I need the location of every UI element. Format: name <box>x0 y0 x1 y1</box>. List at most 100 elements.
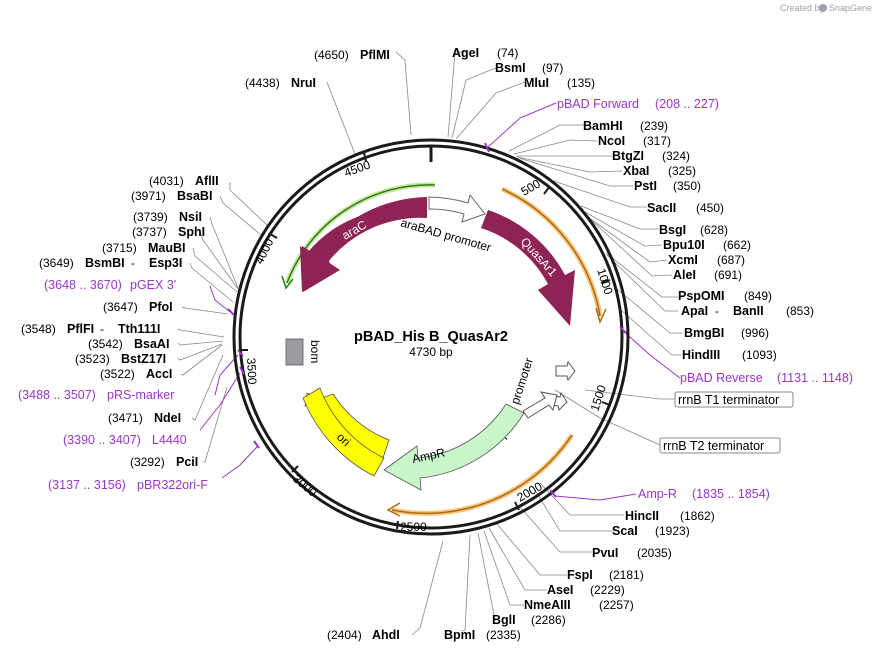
enzyme-name[interactable]: AflII <box>195 174 219 188</box>
quasar-orf-line <box>501 188 601 317</box>
snapgene-logo-icon <box>819 4 827 12</box>
enzyme-position: (3737) <box>132 225 167 239</box>
enzyme-name[interactable]: AccI <box>146 367 172 381</box>
enzyme-name[interactable]: PflMI <box>360 48 390 62</box>
enzyme-name[interactable]: BsmI <box>495 61 526 75</box>
enzyme-position: (3715) <box>102 241 137 255</box>
enzyme-name[interactable]: ApaI <box>681 304 708 318</box>
enzyme-name[interactable]: NcoI <box>598 134 625 148</box>
enzyme-name[interactable]: HincII <box>625 509 659 523</box>
arabad-promoter-feature[interactable] <box>428 193 486 223</box>
enzyme-name[interactable]: BpmI <box>444 628 475 642</box>
ampr-feature[interactable] <box>383 403 525 491</box>
leader-lines <box>177 51 683 636</box>
rrnb-t2-label: rrnB T2 terminator <box>663 439 764 453</box>
enzyme-separator: - <box>715 304 719 318</box>
enzyme-name[interactable]: BtgZI <box>612 149 644 163</box>
enzyme-name[interactable]: MluI <box>524 76 549 90</box>
arac-orf-line <box>286 184 436 284</box>
enzyme-name[interactable]: PstI <box>634 179 657 193</box>
tick-label-4000: 4000 <box>252 236 276 266</box>
enzyme-position: (996) <box>741 326 769 340</box>
enzyme-name[interactable]: PvuI <box>592 546 618 560</box>
ampr-orf-line <box>391 434 573 515</box>
plasmid-title: pBAD_His B_QuasAr2 <box>354 329 508 345</box>
enzyme-position: (2229) <box>590 583 625 597</box>
enzyme-name[interactable]: AleI <box>673 268 696 282</box>
enzyme-name[interactable]: AseI <box>547 583 573 597</box>
enzyme-name[interactable]: SacII <box>647 201 676 215</box>
primer-range: (3488 .. 3507) <box>18 388 96 402</box>
primer-name[interactable]: pGEX 3' <box>130 278 176 292</box>
primer-leader-lines <box>199 102 681 501</box>
enzyme-name[interactable]: NsiI <box>179 210 202 224</box>
enzyme-name[interactable]: ScaI <box>612 524 638 538</box>
enzyme-name[interactable]: AhdI <box>372 628 400 642</box>
primer-name[interactable]: pBR322ori-F <box>137 478 208 492</box>
tick-label-1500: 1500 <box>588 383 610 413</box>
enzyme-name[interactable]: NdeI <box>154 411 181 425</box>
primer-name[interactable]: pBAD Forward <box>557 97 639 111</box>
enzyme-name[interactable]: AgeI <box>452 46 479 60</box>
primer-range: (1835 .. 1854) <box>692 487 770 501</box>
enzyme-name[interactable]: MauBI <box>148 241 186 255</box>
primer-range: (3390 .. 3407) <box>63 433 141 447</box>
enzyme-position: (325) <box>668 164 696 178</box>
enzyme-name[interactable]: BsaAI <box>134 337 169 351</box>
primer-range: (1131 .. 1148) <box>777 371 853 385</box>
rrnb-t1-label-box <box>674 391 794 408</box>
enzyme-name[interactable]: Esp3I <box>149 256 182 270</box>
enzyme-name[interactable]: FspI <box>567 568 593 582</box>
enzyme-position: (135) <box>567 76 595 90</box>
enzyme-position: (450) <box>696 201 724 215</box>
enzyme-position: (3542) <box>88 337 123 351</box>
backbone-inner <box>238 144 624 530</box>
enzyme-position: (3523) <box>75 352 110 366</box>
enzyme-position: (628) <box>700 223 728 237</box>
enzyme-position: (3649) <box>39 256 74 270</box>
enzyme-name[interactable]: XbaI <box>623 164 649 178</box>
enzyme-name[interactable]: BsgI <box>659 223 686 237</box>
enzyme-name[interactable]: BglI <box>492 613 516 627</box>
enzyme-name[interactable]: BsmBI <box>85 256 125 270</box>
rrnb-t1-terminator-feature[interactable] <box>555 360 576 382</box>
primer-name[interactable]: Amp-R <box>638 487 677 501</box>
enzyme-name[interactable]: Bpu10I <box>663 238 705 252</box>
quasar-orf-arrowhead <box>595 307 607 325</box>
enzyme-position: (3548) <box>21 322 56 336</box>
bom-feature[interactable] <box>285 338 304 366</box>
enzyme-name[interactable]: BamHI <box>583 119 623 133</box>
primer-name[interactable]: L4440 <box>152 433 187 447</box>
enzyme-name[interactable]: Tth111I <box>118 322 160 336</box>
enzyme-name[interactable]: XcmI <box>668 253 698 267</box>
quasar-feature[interactable] <box>481 210 575 326</box>
tick-label-1000: 1000 <box>594 267 616 297</box>
enzyme-position: (3292) <box>130 455 165 469</box>
enzyme-name[interactable]: PciI <box>176 455 198 469</box>
created-by-text: Created by <box>780 3 825 13</box>
primer-range: (3137 .. 3156) <box>48 478 126 492</box>
enzyme-name[interactable]: BanII <box>733 304 764 318</box>
enzyme-name[interactable]: BstZ17I <box>121 352 166 366</box>
enzyme-name[interactable]: HindIII <box>682 348 720 362</box>
enzyme-position: (687) <box>717 253 745 267</box>
primer-name[interactable]: pBAD Reverse <box>680 371 763 385</box>
enzyme-name[interactable]: PspOMI <box>678 289 725 303</box>
enzyme-name[interactable]: NruI <box>291 76 316 90</box>
enzyme-position: (2257) <box>599 598 634 612</box>
enzyme-name[interactable]: SphI <box>178 225 205 239</box>
primer-name[interactable]: pRS-marker <box>107 388 174 402</box>
ampr-promoter-feature[interactable] <box>522 391 558 419</box>
enzyme-name[interactable]: PflFI <box>67 322 94 336</box>
enzyme-name[interactable]: NmeAIII <box>524 598 571 612</box>
enzyme-position: (74) <box>497 46 518 60</box>
enzyme-position: (3739) <box>133 210 168 224</box>
enzyme-name[interactable]: BmgBI <box>684 326 724 340</box>
enzyme-name[interactable]: PfoI <box>149 300 173 314</box>
enzyme-name[interactable]: BsaBI <box>177 189 212 203</box>
arac-feature-body <box>302 197 427 292</box>
enzyme-position: (324) <box>662 149 690 163</box>
enzyme-position: (4031) <box>149 174 184 188</box>
enzyme-position: (239) <box>640 119 668 133</box>
